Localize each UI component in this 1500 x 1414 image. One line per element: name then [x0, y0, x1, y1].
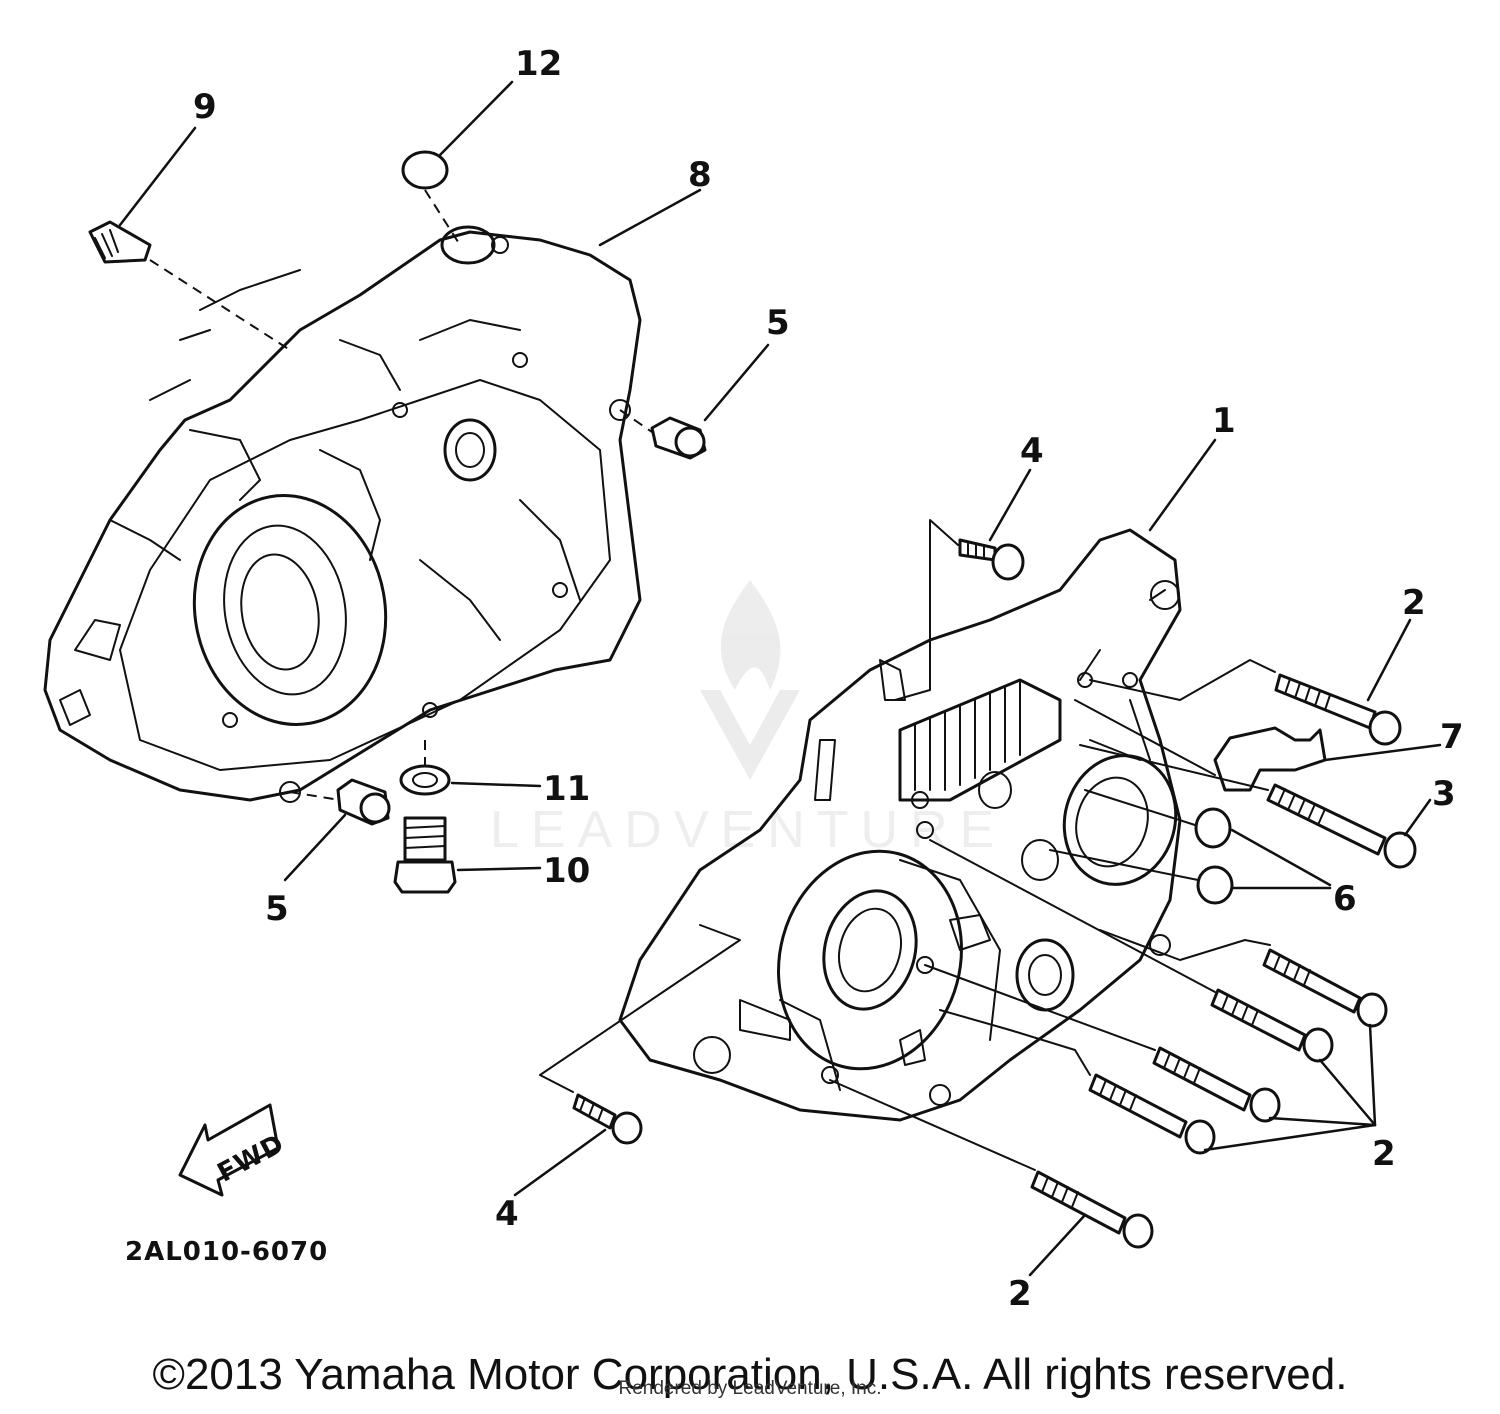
- callout-10: 10: [543, 851, 590, 891]
- callout-9: 9: [193, 87, 217, 127]
- part-2-bolt-upper: [1274, 673, 1402, 746]
- callout-4-upper: 4: [1020, 431, 1044, 471]
- part-6-dowels: [1194, 807, 1234, 905]
- part-5-dowel-upper: [650, 416, 707, 460]
- watermark-text: LEADVENTURE: [490, 801, 1007, 859]
- part-code-label: 2AL010-6070: [125, 1237, 328, 1267]
- callout-6: 6: [1333, 879, 1357, 919]
- copyright-notice: ©2013 Yamaha Motor Corporation, U.S.A. A…: [152, 1350, 1348, 1399]
- left-crankcase: [43, 225, 642, 803]
- callout-3: 3: [1432, 774, 1456, 814]
- rendered-by-notice: Rendered by LeadVenture, Inc.: [618, 1378, 882, 1399]
- callout-5-lower: 5: [265, 889, 289, 929]
- callout-2-bottom: 2: [1008, 1274, 1032, 1314]
- part-4-screw-upper: [958, 538, 1025, 581]
- leader-lines: [118, 80, 1442, 1277]
- callout-2-right: 2: [1372, 1134, 1396, 1174]
- part-3-bolt: [1266, 783, 1417, 869]
- callout-7: 7: [1440, 717, 1464, 757]
- part-12-cap: [401, 150, 449, 190]
- part-10-drain-bolt: [393, 816, 457, 894]
- watermark-logo: [700, 580, 800, 780]
- callout-11: 11: [543, 769, 590, 809]
- right-crankcase: [618, 528, 1182, 1122]
- part-11-washer: [399, 764, 451, 796]
- callout-2-upper: 2: [1402, 583, 1426, 623]
- part-7-clamp: [1213, 726, 1327, 792]
- callout-12: 12: [515, 44, 562, 84]
- callouts: 12 9 8 5 1 4 2 7 3 11 10 6 5 2 4 2: [193, 44, 1464, 1314]
- fwd-arrow-icon: FWD: [178, 1103, 290, 1197]
- part-5-dowel-lower: [336, 778, 391, 826]
- callout-5-upper: 5: [766, 303, 790, 343]
- callout-8: 8: [688, 155, 712, 195]
- part-9-plug: [88, 220, 152, 264]
- part-2-bolt-series: [1030, 948, 1388, 1249]
- part-4-screw-lower: [572, 1093, 643, 1145]
- callout-4-lower: 4: [495, 1194, 519, 1234]
- callout-1: 1: [1212, 401, 1236, 441]
